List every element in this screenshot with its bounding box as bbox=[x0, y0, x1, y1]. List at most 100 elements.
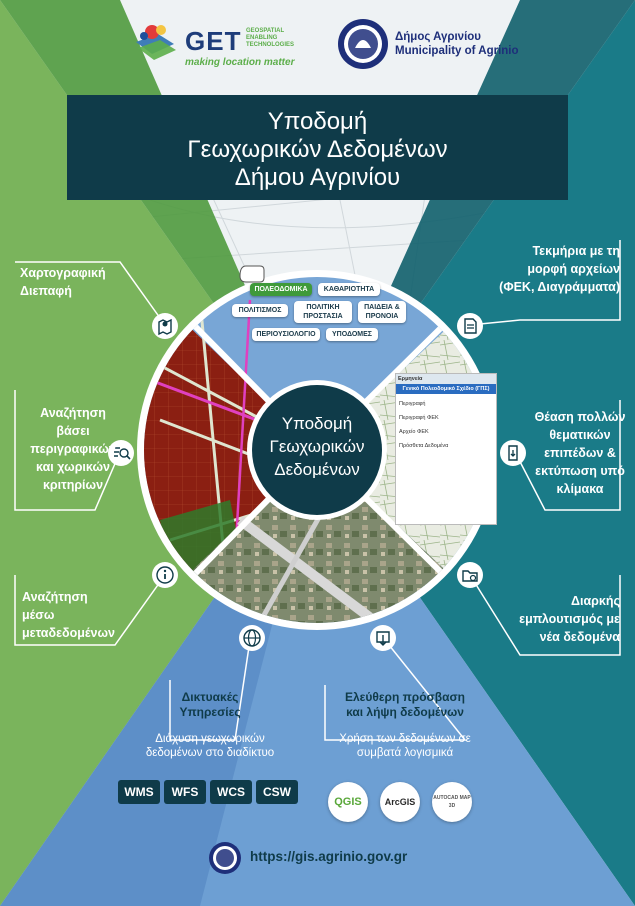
globe-icon bbox=[243, 629, 261, 647]
municipality-name: Δήμος Αγρινίου Municipality of Agrinio bbox=[395, 30, 519, 58]
feature-documents-line: μορφή αρχείων bbox=[527, 262, 620, 276]
web-services-desc-1: Διάχυση γεωχωρικών bbox=[155, 733, 265, 745]
feature-metadata-line: μεταδεδομένων bbox=[22, 626, 115, 640]
print-icon bbox=[508, 445, 518, 461]
popup-tab[interactable]: Ερμηνεία bbox=[396, 374, 496, 384]
feature-search-metadata: Αναζήτηση μέσω μεταδεδομένων bbox=[22, 588, 115, 642]
feature-thematic: Θέαση πολλών θεματικών επιπέδων & εκτύπω… bbox=[525, 408, 635, 498]
title-line-3: Δήμου Αγρινίου bbox=[234, 164, 401, 191]
map-feature-popup[interactable]: Ερμηνεία Γενικό Πολεοδομικό Σχέδιο (ΓΠΣ)… bbox=[395, 373, 497, 525]
municipality-logo: Δήμος Αγρινίου Municipality of Agrinio bbox=[337, 18, 519, 74]
web-services-title: Δικτυακές Υπηρεσίες bbox=[110, 690, 310, 720]
popup-row: Περιγραφή bbox=[399, 401, 426, 407]
feature-search-line: και χωρικών bbox=[36, 460, 110, 474]
download-icon bbox=[376, 631, 390, 646]
web-services-desc-2: δεδομένων στο διαδίκτυο bbox=[145, 747, 275, 759]
feature-documents-line: (ΦΕΚ, Διαγράμματα) bbox=[499, 280, 620, 294]
document-icon bbox=[464, 318, 477, 334]
center-label: Υποδομή Γεωχωρικών Δεδομένων bbox=[247, 412, 387, 481]
layer-button-ypodomes[interactable]: ΥΠΟΔΟΜΕΣ bbox=[326, 328, 378, 341]
search-list-icon bbox=[114, 447, 131, 460]
popup-row: Πρόσθετα Δεδομένα bbox=[399, 443, 449, 449]
feature-enrichment-line: νέα δεδομένα bbox=[539, 630, 620, 644]
layer-button-poleodomika[interactable]: ΠΟΛΕΟΔΟΜΙΚΑ bbox=[250, 283, 312, 296]
software-qgis[interactable]: QGIS bbox=[328, 782, 368, 822]
software-autocad[interactable]: AUTOCAD MAP 3D bbox=[432, 782, 472, 822]
get-logo-subtitle: GEOSPATIAL ENABLING TECHNOLOGIES bbox=[246, 28, 294, 49]
free-access-title: Ελεύθερη πρόσβαση και λήψη δεδομένων bbox=[320, 690, 490, 720]
get-sub1: GEOSPATIAL bbox=[246, 28, 285, 34]
feature-search-line: κριτηρίων bbox=[42, 478, 104, 492]
map-pin-icon bbox=[158, 318, 172, 336]
free-access-desc: Χρήση των δεδομένων σε συμβατά λογισμικά bbox=[320, 732, 490, 760]
feature-icon-thematic[interactable] bbox=[500, 440, 526, 466]
hand-pointer-icon bbox=[239, 265, 265, 283]
get-logo-name: GET bbox=[185, 26, 242, 56]
feature-icon-web-services[interactable] bbox=[239, 625, 265, 651]
feature-icon-map-ui[interactable] bbox=[152, 313, 178, 339]
feature-icon-free-access[interactable] bbox=[370, 625, 396, 651]
footer-seal-icon bbox=[209, 842, 241, 874]
layer-button-paideia-pronoia[interactable]: ΠΑΙΔΕΙΑ & ΠΡΟΝΟΙΑ bbox=[358, 301, 406, 323]
feature-search-criteria: Αναζήτηση βάσει περιγραφικών και χωρικών… bbox=[18, 404, 128, 494]
municipality-name-en: Municipality of Agrinio bbox=[395, 45, 519, 57]
free-access-title-1: Ελεύθερη πρόσβαση bbox=[344, 690, 466, 704]
feature-enrichment-line: εμπλουτισμός με bbox=[519, 612, 620, 626]
get-sub3: TECHNOLOGIES bbox=[246, 42, 295, 48]
feature-thematic-line: εκτύπωση υπό bbox=[535, 464, 625, 478]
feature-icon-search-metadata[interactable] bbox=[152, 562, 178, 588]
feature-map-ui: Χαρτογραφική Διεπαφή bbox=[20, 264, 106, 300]
layer-button-politismos[interactable]: ΠΟΛΙΤΙΣΜΟΣ bbox=[232, 304, 288, 317]
feature-thematic-line: Θέαση πολλών bbox=[534, 410, 626, 424]
feature-icon-enrichment[interactable] bbox=[457, 562, 483, 588]
feature-search-line: Αναζήτηση bbox=[40, 406, 106, 420]
title-line-2: Γεωχωρικών Δεδομένων bbox=[187, 136, 448, 163]
protocol-wcs[interactable]: WCS bbox=[210, 780, 252, 804]
feature-thematic-line: κλίμακα bbox=[556, 482, 604, 496]
feature-search-line: περιγραφικών bbox=[30, 442, 116, 456]
layer-button-periousiologio[interactable]: ΠΕΡΙΟΥΣΙΟΛΟΓΙΟ bbox=[252, 328, 320, 341]
popup-row: Περιγραφή ΦΕΚ bbox=[399, 415, 439, 421]
feature-enrichment: Διαρκής εμπλουτισμός με νέα δεδομένα bbox=[500, 592, 620, 646]
layer-button-kathariotita[interactable]: ΚΑΘΑΡΙΟΤΗΤΑ bbox=[318, 283, 380, 296]
feature-enrichment-line: Διαρκής bbox=[571, 594, 620, 608]
popup-row: Αρχείο ΦΕΚ bbox=[399, 429, 429, 435]
web-services-section: Δικτυακές Υπηρεσίες Διάχυση γεωχωρικών δ… bbox=[110, 690, 310, 760]
center-line-2: Γεωχωρικών bbox=[269, 437, 365, 456]
popup-title: Γενικό Πολεοδομικό Σχέδιο (ΓΠΣ) bbox=[396, 384, 496, 394]
free-access-desc-2: συμβατά λογισμικά bbox=[356, 747, 454, 759]
get-logo: GET GEOSPATIAL ENABLING TECHNOLOGIES mak… bbox=[128, 22, 308, 72]
feature-thematic-line: επιπέδων & bbox=[544, 446, 616, 460]
feature-search-line: βάσει bbox=[56, 424, 90, 438]
center-line-3: Δεδομένων bbox=[274, 460, 360, 479]
protocol-csw[interactable]: CSW bbox=[256, 780, 298, 804]
info-icon bbox=[156, 566, 174, 584]
feature-map-ui-line2: Διεπαφή bbox=[20, 284, 72, 298]
protocol-wfs[interactable]: WFS bbox=[164, 780, 206, 804]
software-arcgis[interactable]: ArcGIS bbox=[380, 782, 420, 822]
feature-documents-line: Τεκμήρια με τη bbox=[532, 244, 620, 258]
footer-url[interactable]: https://gis.agrinio.gov.gr bbox=[250, 849, 408, 864]
web-services-title-1: Δικτυακές bbox=[181, 690, 239, 704]
protocol-wms[interactable]: WMS bbox=[118, 780, 160, 804]
get-tagline: making location matter bbox=[185, 57, 295, 68]
center-line-1: Υποδομή bbox=[281, 414, 353, 433]
folder-refresh-icon bbox=[462, 570, 478, 582]
feature-metadata-line: μέσω bbox=[22, 608, 55, 622]
feature-icon-documents[interactable] bbox=[457, 313, 483, 339]
page-title: Υποδομή Γεωχωρικών Δεδομένων Δήμου Αγριν… bbox=[67, 108, 568, 192]
feature-map-ui-line1: Χαρτογραφική bbox=[20, 266, 106, 280]
feature-icon-search-criteria[interactable] bbox=[108, 440, 134, 466]
web-services-desc: Διάχυση γεωχωρικών δεδομένων στο διαδίκτ… bbox=[110, 732, 310, 760]
web-services-title-2: Υπηρεσίες bbox=[179, 705, 241, 719]
free-access-desc-1: Χρήση των δεδομένων σε bbox=[339, 733, 471, 745]
feature-thematic-line: θεματικών bbox=[549, 428, 611, 442]
municipality-seal-icon bbox=[338, 19, 388, 69]
feature-metadata-line: Αναζήτηση bbox=[22, 590, 88, 604]
footer: https://gis.agrinio.gov.gr bbox=[208, 840, 428, 876]
layer-button-politiki-prostasia[interactable]: ΠΟΛΙΤΙΚΗ ΠΡΟΣΤΑΣΙΑ bbox=[294, 301, 352, 323]
title-line-1: Υποδομή bbox=[267, 108, 368, 135]
free-access-title-2: και λήψη δεδομένων bbox=[346, 705, 464, 719]
